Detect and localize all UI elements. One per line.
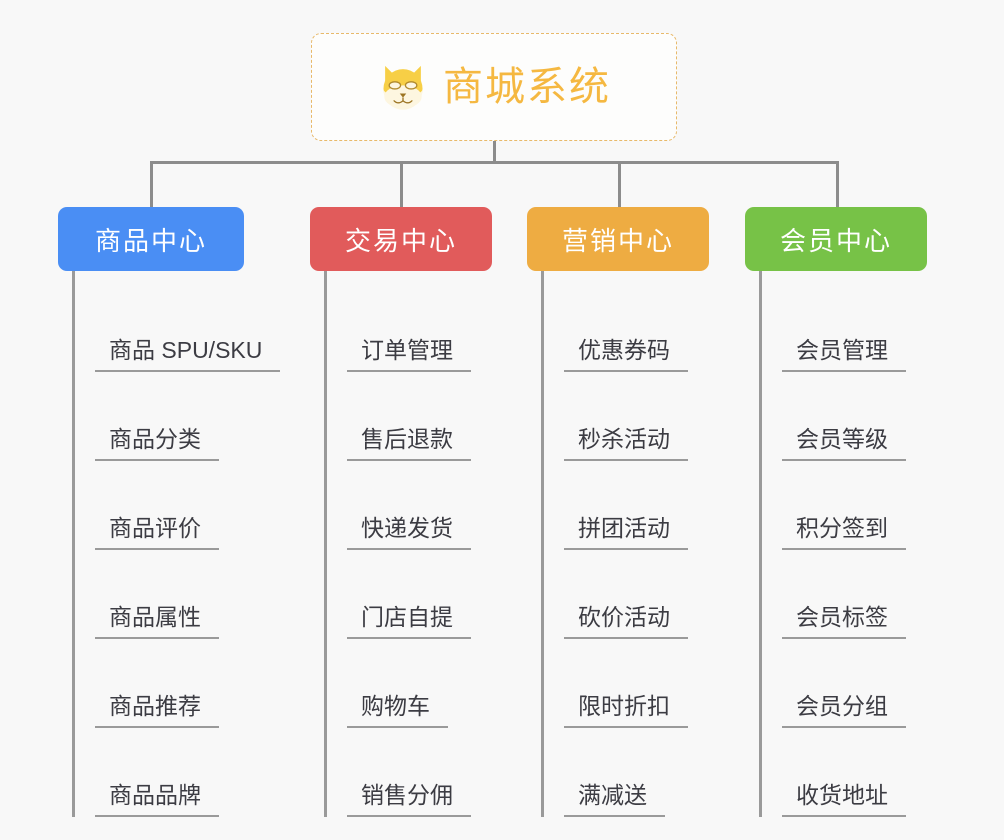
leaf-item[interactable]: 商品评价 bbox=[75, 461, 280, 550]
leaf-item-label: 商品品牌 bbox=[95, 782, 219, 817]
leaf-item-label: 秒杀活动 bbox=[564, 426, 688, 461]
leaf-item-label: 商品 SPU/SKU bbox=[95, 337, 281, 372]
leaf-item[interactable]: 销售分佣 bbox=[327, 728, 492, 817]
leaf-item-label: 积分签到 bbox=[782, 515, 906, 550]
branch-header-label: 会员中心 bbox=[779, 225, 892, 256]
trunk-vertical-connector bbox=[493, 141, 496, 163]
leaf-item-label: 会员管理 bbox=[782, 337, 906, 372]
branch-header-4[interactable]: 会员中心 bbox=[745, 207, 927, 271]
leaf-item[interactable]: 限时折扣 bbox=[544, 639, 709, 728]
leaf-item-label: 限时折扣 bbox=[564, 693, 688, 728]
leaf-item[interactable]: 快递发货 bbox=[327, 461, 492, 550]
leaf-item[interactable]: 会员等级 bbox=[762, 372, 927, 461]
leaf-item[interactable]: 购物车 bbox=[327, 639, 492, 728]
branch-leaf-list-4: 会员管理 会员等级 积分签到 会员标签 会员分组 收货地址 bbox=[759, 271, 927, 817]
leaf-item[interactable]: 订单管理 bbox=[327, 283, 492, 372]
leaf-item[interactable]: 商品分类 bbox=[75, 372, 280, 461]
leaf-item-label: 满减送 bbox=[564, 782, 665, 817]
leaf-item-label: 快递发货 bbox=[347, 515, 471, 550]
branch-column-2: 交易中心 订单管理 售后退款 快递发货 门店自提 购物车 销售分佣 bbox=[310, 207, 492, 817]
leaf-item-label: 购物车 bbox=[347, 693, 448, 728]
leaf-item[interactable]: 积分签到 bbox=[762, 461, 927, 550]
leaf-item[interactable]: 商品 SPU/SKU bbox=[75, 283, 281, 372]
leaf-item-label: 商品属性 bbox=[95, 604, 219, 639]
leaf-item[interactable]: 会员标签 bbox=[762, 550, 927, 639]
root-title: 商城系统 bbox=[443, 65, 611, 109]
branch-column-1: 商品中心 商品 SPU/SKU 商品分类 商品评价 商品属性 商品推荐 商品品牌 bbox=[58, 207, 281, 817]
leaf-item[interactable]: 会员分组 bbox=[762, 639, 927, 728]
leaf-item-label: 订单管理 bbox=[347, 337, 471, 372]
branch-leaf-list-1: 商品 SPU/SKU 商品分类 商品评价 商品属性 商品推荐 商品品牌 bbox=[72, 271, 281, 817]
leaf-item-label: 商品评价 bbox=[95, 515, 219, 550]
branch-drop-connector-4 bbox=[836, 161, 839, 208]
branch-header-3[interactable]: 营销中心 bbox=[527, 207, 709, 271]
leaf-item[interactable]: 商品品牌 bbox=[75, 728, 280, 817]
leaf-item-label: 销售分佣 bbox=[347, 782, 471, 817]
root-node[interactable]: 商城系统 bbox=[311, 33, 677, 141]
leaf-item[interactable]: 售后退款 bbox=[327, 372, 492, 461]
branch-drop-connector-2 bbox=[400, 161, 403, 208]
branch-header-2[interactable]: 交易中心 bbox=[310, 207, 492, 271]
leaf-item-label: 售后退款 bbox=[347, 426, 471, 461]
leaf-item[interactable]: 砍价活动 bbox=[544, 550, 709, 639]
leaf-item-label: 拼团活动 bbox=[564, 515, 688, 550]
leaf-item[interactable]: 收货地址 bbox=[762, 728, 927, 817]
branch-drop-connector-3 bbox=[618, 161, 621, 208]
leaf-item[interactable]: 拼团活动 bbox=[544, 461, 709, 550]
branch-header-label: 商品中心 bbox=[94, 225, 207, 256]
leaf-item-label: 商品分类 bbox=[95, 426, 219, 461]
branch-leaf-list-3: 优惠券码 秒杀活动 拼团活动 砍价活动 限时折扣 满减送 bbox=[541, 271, 709, 817]
leaf-item[interactable]: 会员管理 bbox=[762, 283, 927, 372]
leaf-item[interactable]: 满减送 bbox=[544, 728, 709, 817]
leaf-item-label: 优惠券码 bbox=[564, 337, 688, 372]
leaf-item-label: 会员标签 bbox=[782, 604, 906, 639]
branch-header-label: 营销中心 bbox=[561, 225, 674, 256]
leaf-item-label: 商品推荐 bbox=[95, 693, 219, 728]
shiba-dog-face-icon bbox=[377, 61, 429, 113]
leaf-item-label: 收货地址 bbox=[782, 782, 906, 817]
branch-header-1[interactable]: 商品中心 bbox=[58, 207, 244, 271]
branch-leaf-list-2: 订单管理 售后退款 快递发货 门店自提 购物车 销售分佣 bbox=[324, 271, 492, 817]
leaf-item-label: 会员分组 bbox=[782, 693, 906, 728]
leaf-item-label: 会员等级 bbox=[782, 426, 906, 461]
branch-column-3: 营销中心 优惠券码 秒杀活动 拼团活动 砍价活动 限时折扣 满减送 bbox=[527, 207, 709, 817]
leaf-item-label: 门店自提 bbox=[347, 604, 471, 639]
leaf-item[interactable]: 秒杀活动 bbox=[544, 372, 709, 461]
branch-header-label: 交易中心 bbox=[344, 225, 457, 256]
leaf-item[interactable]: 商品推荐 bbox=[75, 639, 280, 728]
leaf-item-label: 砍价活动 bbox=[564, 604, 688, 639]
leaf-item[interactable]: 优惠券码 bbox=[544, 283, 709, 372]
leaf-item[interactable]: 门店自提 bbox=[327, 550, 492, 639]
branch-drop-connector-1 bbox=[150, 161, 153, 208]
branch-column-4: 会员中心 会员管理 会员等级 积分签到 会员标签 会员分组 收货地址 bbox=[745, 207, 927, 817]
leaf-item[interactable]: 商品属性 bbox=[75, 550, 280, 639]
trunk-horizontal-connector bbox=[150, 161, 839, 164]
